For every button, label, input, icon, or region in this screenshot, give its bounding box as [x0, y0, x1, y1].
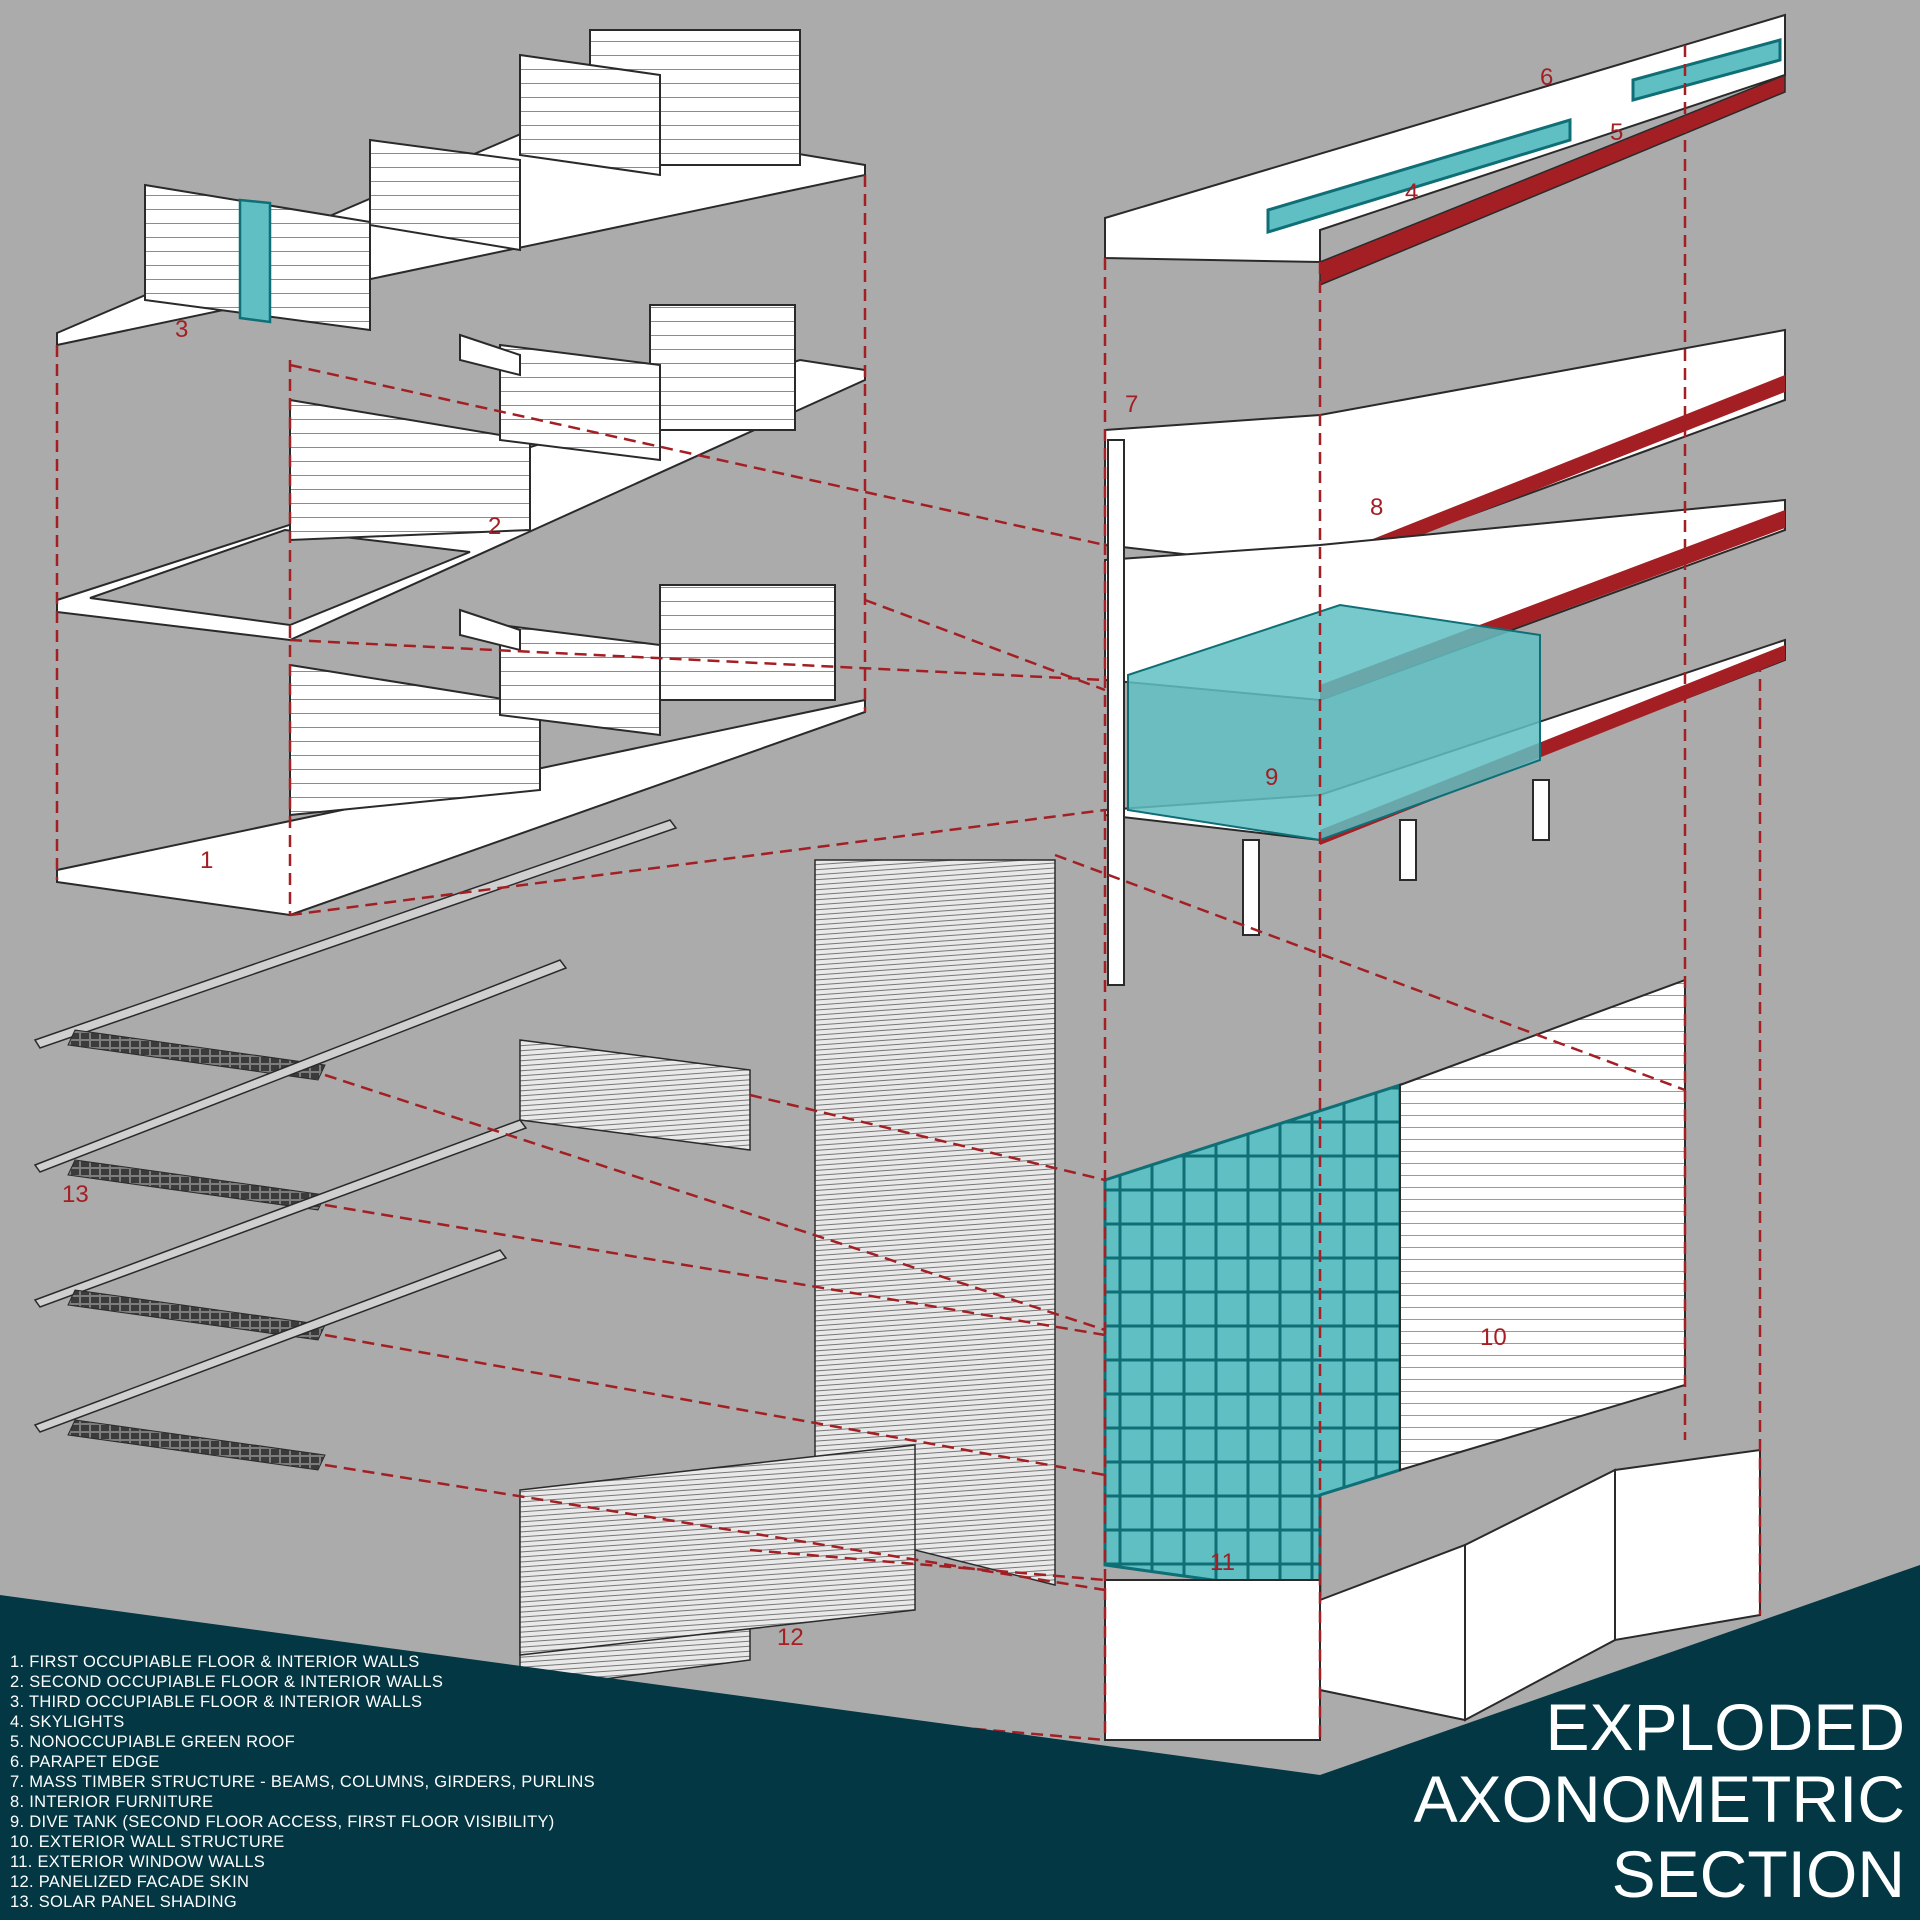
callout-9: 9 — [1265, 764, 1278, 791]
projection-line — [324, 1073, 1106, 1332]
floor-two-wall-inner — [499, 343, 661, 462]
column-c — [1399, 819, 1417, 881]
exterior-wall-panel — [1399, 978, 1686, 1472]
callout-1: 1 — [200, 847, 213, 874]
solar-panel-shading — [33, 819, 678, 1471]
floor-three-wall-inner — [369, 138, 521, 252]
footer-band — [0, 1565, 1920, 1920]
projection-line — [749, 1093, 1106, 1182]
legend-item-6: 6. PARAPET EDGE — [10, 1753, 160, 1771]
projection-line — [749, 1548, 1106, 1582]
skylight-small — [1631, 38, 1782, 102]
legend-item-10: 10. EXTERIOR WALL STRUCTURE — [10, 1833, 285, 1851]
parapet-edge-red — [1319, 73, 1786, 287]
callout-13: 13 — [62, 1181, 89, 1208]
projection-line — [289, 808, 1106, 917]
projection-line — [1054, 853, 1686, 1092]
solar-array-4 — [33, 1249, 508, 1433]
roof-assembly — [1104, 13, 1786, 287]
floor-one-assembly — [56, 584, 866, 917]
callout-2: 2 — [488, 513, 501, 540]
legend-item-8: 8. INTERIOR FURNITURE — [10, 1793, 213, 1811]
floor-two-wall-back — [649, 304, 796, 431]
projection-lines — [55, 45, 1762, 1742]
solar-panel-2 — [67, 1159, 326, 1211]
legend-item-13: 13. SOLAR PANEL SHADING — [10, 1893, 237, 1911]
callout-7: 7 — [1125, 391, 1138, 418]
solar-array-3 — [33, 1119, 528, 1308]
floor-three-wall-mid — [519, 53, 661, 177]
legend-item-2: 2. SECOND OCCUPIABLE FLOOR & INTERIOR WA… — [10, 1673, 443, 1691]
legend-item-11: 11. EXTERIOR WINDOW WALLS — [10, 1853, 265, 1871]
upper-floor-red-edge — [1320, 375, 1785, 575]
floor-three-teal-window — [238, 198, 272, 324]
callout-8: 8 — [1370, 494, 1383, 521]
callout-11: 11 — [1210, 1549, 1235, 1576]
facade-panel-tall — [814, 859, 1056, 1586]
column-b — [1242, 839, 1260, 936]
solar-panel-1 — [67, 1029, 326, 1081]
dive-tank — [1127, 603, 1541, 842]
skylight-large — [1266, 117, 1572, 235]
callout-numbers: 1 2 3 4 5 6 7 8 9 10 11 12 13 — [62, 64, 1623, 1651]
solar-array-2 — [33, 959, 568, 1173]
projection-line — [289, 363, 1106, 547]
window-wall-grid — [1103, 1082, 1402, 1597]
floor-one-stair — [459, 608, 521, 652]
column-d — [1532, 779, 1550, 841]
floor-two-slab-opening — [89, 528, 471, 627]
legend-item-4: 4. SKYLIGHTS — [10, 1713, 125, 1731]
title-line-1: EXPLODED — [1546, 1690, 1905, 1764]
title-line-2: AXONOMETRIC — [1414, 1762, 1905, 1836]
solar-panel-3 — [67, 1289, 326, 1341]
callout-5: 5 — [1610, 119, 1623, 146]
callout-10: 10 — [1480, 1324, 1507, 1351]
legend-item-3: 3. THIRD OCCUPIABLE FLOOR & INTERIOR WAL… — [10, 1693, 422, 1711]
floor-two-assembly — [56, 304, 866, 642]
diagram-title: EXPLODED AXONOMETRIC SECTION — [1414, 1690, 1905, 1911]
dive-tank-volume — [1127, 603, 1541, 842]
base-wall-d — [1104, 1579, 1321, 1741]
floor-two-stair — [459, 333, 521, 377]
callout-4: 4 — [1405, 179, 1418, 206]
facade-panel-mid — [519, 1444, 916, 1656]
legend-item-7: 7. MASS TIMBER STRUCTURE - BEAMS, COLUMN… — [10, 1773, 595, 1791]
base-wall-a — [1319, 1543, 1466, 1722]
legend-item-5: 5. NONOCCUPIABLE GREEN ROOF — [10, 1733, 295, 1751]
legend-item-9: 9. DIVE TANK (SECOND FLOOR ACCESS, FIRST… — [10, 1813, 555, 1831]
callout-3: 3 — [175, 316, 188, 343]
callout-6: 6 — [1540, 64, 1553, 91]
floor-three-assembly — [56, 29, 866, 347]
base-wall-c — [1614, 1448, 1761, 1642]
exterior-window-walls — [1103, 1082, 1402, 1597]
floor-one-wall-back — [659, 584, 836, 701]
legend-item-1: 1. FIRST OCCUPIABLE FLOOR & INTERIOR WAL… — [10, 1653, 420, 1671]
floor-one-wall-inner — [499, 623, 661, 737]
callout-12: 12 — [777, 1624, 804, 1651]
facade-panel-upper — [519, 1039, 751, 1151]
panelized-facade-skin — [519, 859, 1056, 1691]
solar-panel-4 — [67, 1419, 326, 1471]
title-line-3: SECTION — [1612, 1837, 1905, 1911]
legend-item-12: 12. PANELIZED FACADE SKIN — [10, 1873, 249, 1891]
projection-line — [864, 598, 1106, 692]
solar-array-1 — [33, 819, 678, 1049]
legend: 1. FIRST OCCUPIABLE FLOOR & INTERIOR WAL… — [10, 1653, 595, 1911]
exterior-wall-structure — [1104, 978, 1761, 1741]
column-a — [1107, 439, 1125, 986]
projection-line — [289, 638, 1106, 682]
